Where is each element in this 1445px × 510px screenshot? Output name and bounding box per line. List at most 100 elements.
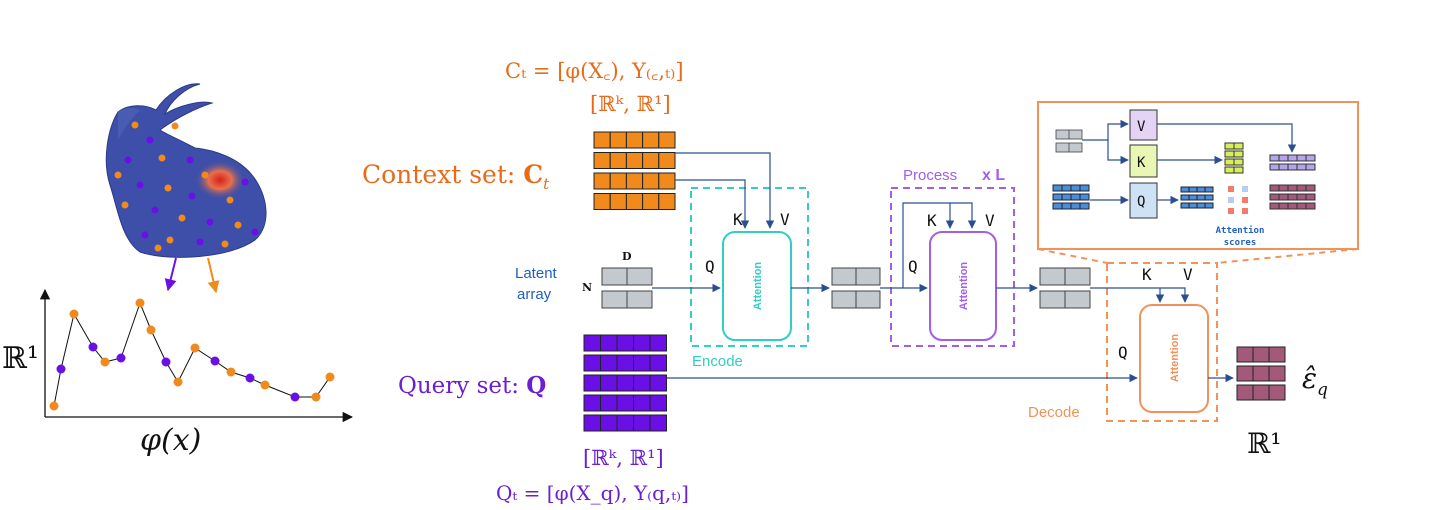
- inset-query-cell: [1196, 202, 1206, 209]
- query-cell: [616, 394, 634, 412]
- decode-title: Decode: [1028, 404, 1080, 421]
- plot-points: [49, 298, 335, 411]
- context-cell: [642, 152, 660, 169]
- inset-output-cell: [1269, 193, 1280, 201]
- inset-query-cell: [1196, 186, 1206, 193]
- bunny-illustration: [105, 83, 267, 294]
- output-cell: [1252, 384, 1270, 401]
- inset-output-cell: [1278, 202, 1289, 210]
- context-cell: [642, 131, 660, 149]
- inset-q-label: Q: [1137, 194, 1145, 210]
- inset-query-cell: [1180, 202, 1190, 209]
- query-cell: [633, 414, 651, 432]
- encode-attention-block: [722, 231, 792, 341]
- process-title: Process: [903, 167, 957, 184]
- process-k-label: K: [927, 211, 937, 230]
- query-cell: [616, 374, 634, 392]
- context-cell: [658, 152, 676, 169]
- inset-output-cell: [1287, 202, 1298, 210]
- query-cell: [583, 354, 601, 372]
- query-cell: [633, 374, 651, 392]
- inset-output-cell: [1296, 202, 1307, 210]
- decode-q-label: Q: [1118, 343, 1128, 362]
- encode-k-label: K: [733, 210, 743, 229]
- inset-value-cell: [1296, 163, 1307, 171]
- output-cell: [1268, 346, 1286, 363]
- output-cell: [1268, 384, 1286, 401]
- inset-value-cell: [1278, 154, 1289, 162]
- query-cell: [649, 394, 667, 412]
- query-cell: [649, 374, 667, 392]
- context-cell: [625, 152, 644, 169]
- inset-value-cell: [1278, 163, 1289, 171]
- output-cell: [1236, 384, 1254, 401]
- query-set-matrix: [583, 334, 667, 432]
- context-cell: [642, 172, 660, 190]
- inset-input-cell: [1061, 202, 1072, 210]
- encode-module: Attention Q K V Encode: [690, 187, 809, 370]
- inset-output-cell: [1305, 193, 1316, 201]
- inset-k-label: K: [1137, 155, 1146, 171]
- query-cell: [600, 394, 618, 412]
- inset-input-cell: [1052, 184, 1063, 192]
- inset-key-cell: [1233, 158, 1244, 166]
- inset-output-cell: [1305, 202, 1316, 210]
- context-cell: [609, 131, 627, 149]
- inset-query-cell: [1180, 186, 1190, 193]
- query-set-label: Query set: Q: [398, 372, 546, 399]
- inset-output-cell: [1278, 193, 1289, 201]
- inset-query-cell: [1204, 194, 1214, 201]
- inset-key-cell: [1233, 150, 1244, 158]
- inset-input-cell: [1079, 184, 1090, 192]
- inset-query-cell: [1204, 202, 1214, 209]
- attention-score-cell: [1242, 197, 1248, 203]
- context-cell: [593, 131, 611, 149]
- encode-title: Encode: [692, 353, 743, 370]
- query-cell: [600, 334, 618, 352]
- process-repeat-label: x L: [982, 167, 1005, 184]
- inset-input-cell: [1061, 184, 1072, 192]
- context-cell: [658, 131, 676, 149]
- inset-value-cell: [1269, 154, 1280, 162]
- context-cell: [625, 193, 644, 210]
- attention-detail-inset: V K Q Attention scores: [1037, 101, 1359, 264]
- inset-output-cell: [1287, 193, 1298, 201]
- query-cell: [616, 414, 634, 432]
- inset-input-cell: [1052, 202, 1063, 210]
- context-cell: [609, 152, 627, 169]
- inset-input-cell: [1070, 184, 1081, 192]
- inset-output-cell: [1305, 184, 1316, 192]
- bunny-sample-points: [114, 121, 259, 252]
- process-module: Attention Q K V Process x L: [890, 167, 1015, 347]
- query-space: [ℝᵏ, ℝ¹]: [583, 446, 664, 470]
- context-formula: Cₜ = [φ(X꜀), Y₍꜀,ₜ₎]: [505, 59, 684, 83]
- context-cell: [593, 152, 611, 169]
- inset-input-cell: [1052, 193, 1063, 201]
- latent-dim-d: D: [622, 250, 632, 263]
- inset-key-cell: [1233, 142, 1244, 150]
- decode-attention-block: [1139, 304, 1209, 413]
- query-formula: Qₜ = [φ(X_q), Y₍q,ₜ₎]: [496, 481, 689, 505]
- attention-score-cell: [1228, 208, 1234, 214]
- inset-scores-label-2: scores: [1224, 238, 1257, 248]
- inset-output-cell: [1296, 184, 1307, 192]
- query-cell: [633, 334, 651, 352]
- query-cell: [600, 374, 618, 392]
- context-cell: [625, 131, 644, 149]
- latent-after-encode: [831, 267, 881, 309]
- inset-key-box: [1129, 144, 1158, 178]
- inset-input-cell: [1079, 193, 1090, 201]
- inset-value-cell: [1305, 163, 1316, 171]
- encode-v-label: V: [780, 210, 790, 229]
- output-cell: [1252, 365, 1270, 382]
- inset-value-cell: [1269, 163, 1280, 171]
- output-cell: [1236, 346, 1254, 363]
- output-space: ℝ¹: [1247, 427, 1282, 460]
- flow-arrows: [652, 152, 1234, 383]
- decode-module: Attention Q K V Decode: [1028, 262, 1218, 422]
- inset-key-cell: [1224, 158, 1235, 166]
- latent-label-line1: Latent: [515, 265, 558, 282]
- query-cell: [649, 334, 667, 352]
- query-cell: [600, 354, 618, 372]
